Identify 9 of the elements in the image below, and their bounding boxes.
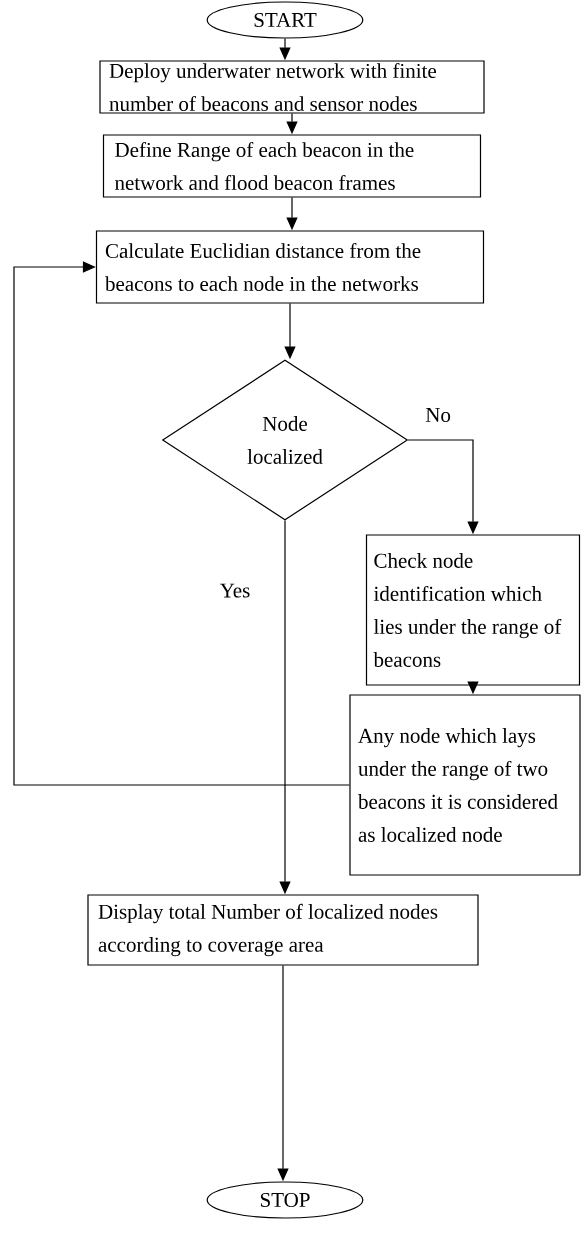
process-box: Calculate Euclidian distance from the beacons to each node in the networks bbox=[95, 230, 485, 304]
edge-label: No bbox=[424, 407, 452, 423]
process-box: Check node identification which lies under the range of beacons bbox=[365, 534, 581, 686]
process-box: Display total Number of localized nodes according to coverage area bbox=[87, 894, 479, 966]
arrow bbox=[13, 261, 350, 786]
process-box: Define Range of each beacon in the network and flood beacon frames bbox=[102, 134, 482, 198]
process-box: Any node which lays under the range of two beacons it is considered as localized node bbox=[349, 694, 581, 876]
edge-label: Yes bbox=[218, 582, 252, 599]
process-box: Deploy underwater network with finite number of beacons and sensor nodes bbox=[99, 60, 485, 114]
